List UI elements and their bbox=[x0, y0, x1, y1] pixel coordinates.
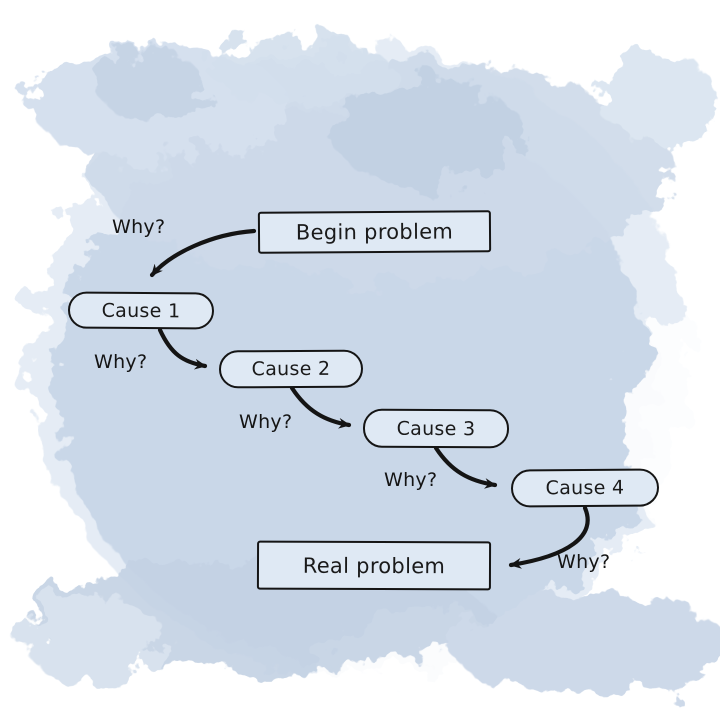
arrow-cause1-to-cause2 bbox=[157, 327, 208, 370]
edge-label-why-5: Why? bbox=[557, 551, 611, 573]
arrow-cause3-to-cause4 bbox=[433, 445, 498, 489]
node-cause-1: Cause 1 bbox=[67, 291, 215, 330]
arrow-cause2-to-cause3 bbox=[289, 385, 352, 429]
node-cause-2: Cause 2 bbox=[218, 349, 364, 389]
node-cause-4: Cause 4 bbox=[510, 468, 660, 508]
node-begin-problem: Begin problem bbox=[257, 210, 492, 254]
node-real-problem: Real problem bbox=[256, 540, 492, 591]
arrow-begin-to-cause1 bbox=[149, 228, 257, 278]
edge-label-why-1: Why? bbox=[112, 216, 166, 238]
edge-label-why-3: Why? bbox=[239, 411, 293, 433]
edge-label-why-2: Why? bbox=[94, 351, 148, 373]
node-cause-3: Cause 3 bbox=[362, 408, 510, 449]
arrow-cause4-to-real bbox=[508, 505, 590, 569]
edge-label-why-4: Why? bbox=[384, 469, 438, 491]
